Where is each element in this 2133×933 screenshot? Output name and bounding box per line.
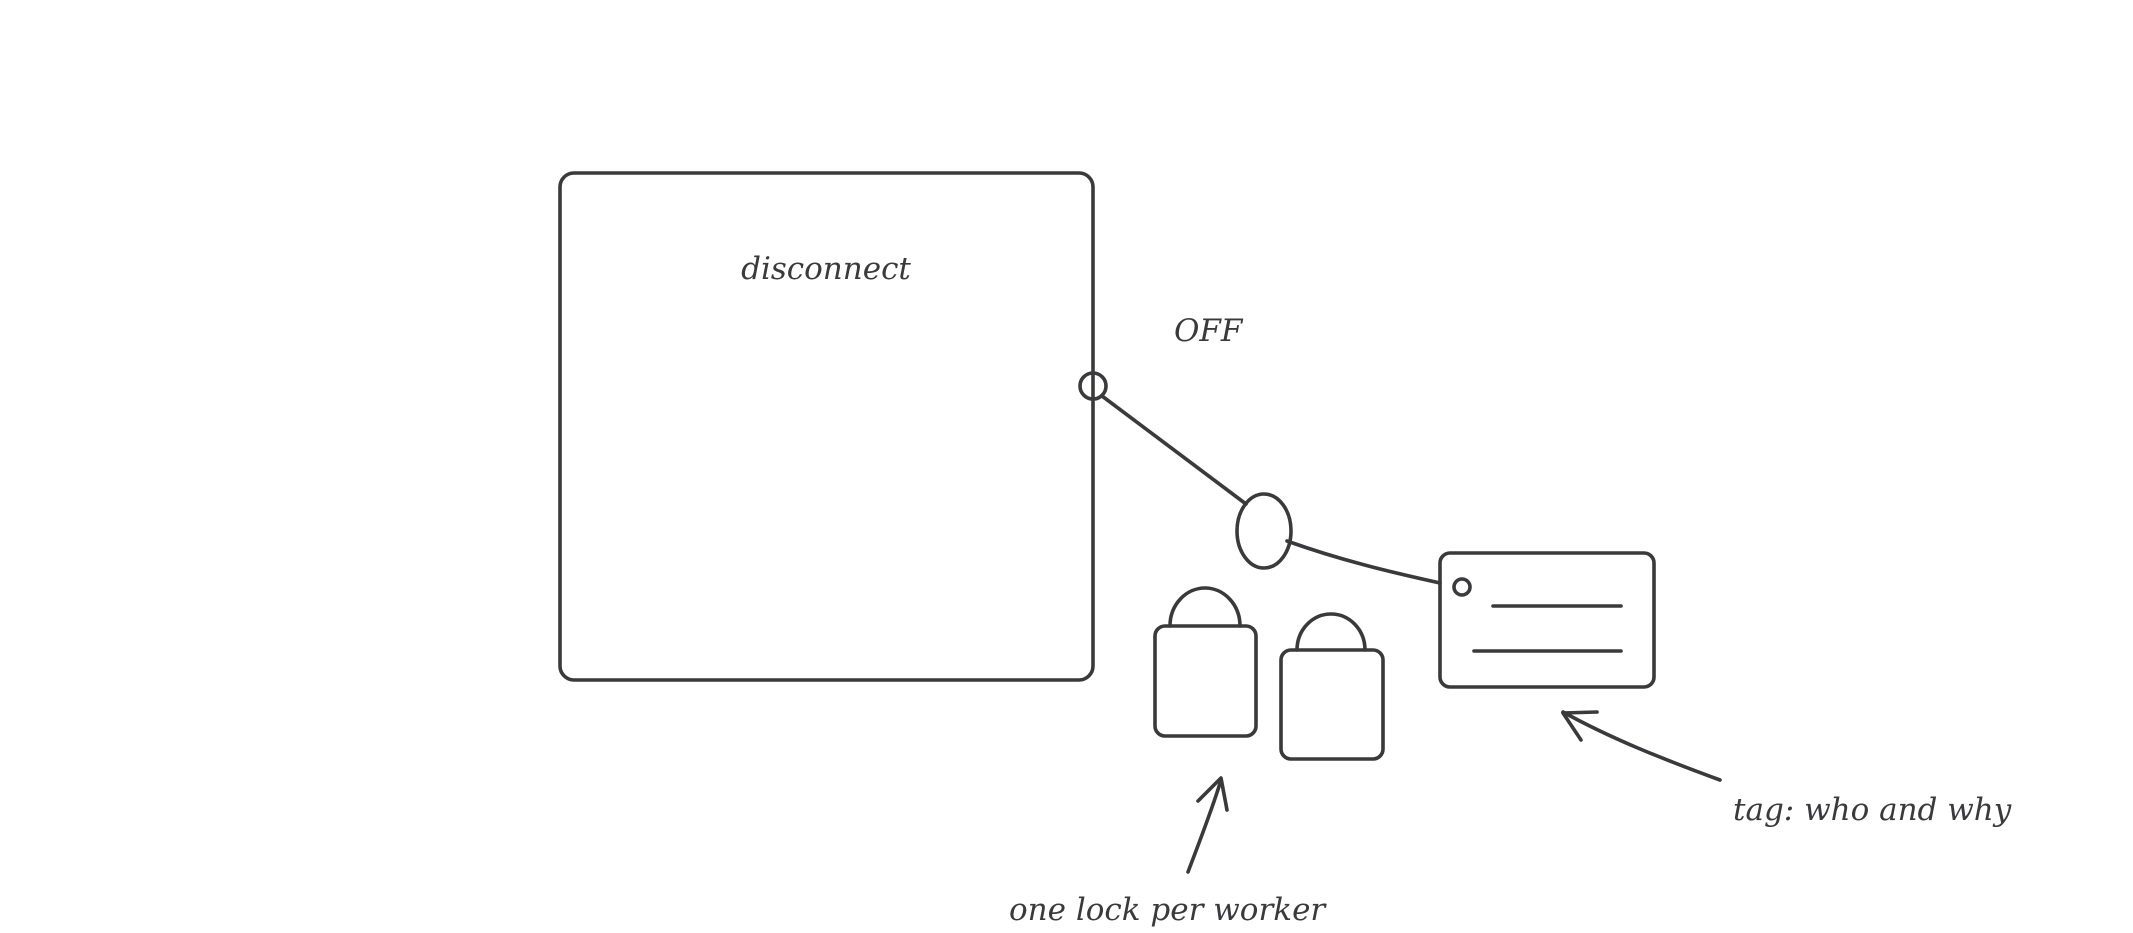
hasp-ring	[1235, 492, 1293, 570]
locks-arrow	[1186, 776, 1229, 874]
tag-body	[1438, 551, 1656, 689]
tag-hole	[1452, 577, 1472, 597]
locks-arrow-shaft	[1186, 778, 1223, 874]
switch-handle	[1078, 371, 1293, 570]
handle-lever	[1100, 394, 1248, 506]
handle-pivot	[1078, 371, 1108, 401]
disconnect-box-outline	[558, 171, 1095, 682]
tag	[1438, 551, 1656, 689]
disconnect-label: disconnect	[741, 251, 911, 287]
off-label: OFF	[1174, 313, 1244, 349]
tag-arrow-head	[1561, 710, 1599, 742]
locks-annotation: one lock per worker	[1009, 892, 1327, 928]
tag-arrow	[1561, 710, 1722, 782]
disconnect-box: disconnect	[558, 171, 1095, 682]
locks-arrow-head	[1196, 776, 1229, 812]
tag-annotation: tag: who and why	[1733, 792, 2012, 828]
padlock-2-body	[1279, 648, 1385, 761]
padlock-2	[1279, 612, 1385, 761]
tag-arrow-shaft	[1561, 710, 1722, 782]
padlock-1	[1153, 586, 1258, 738]
padlock-2-shackle	[1295, 612, 1367, 652]
padlock-1-body	[1153, 624, 1258, 738]
padlock-1-shackle	[1168, 586, 1242, 628]
tag-cord	[1285, 539, 1442, 585]
